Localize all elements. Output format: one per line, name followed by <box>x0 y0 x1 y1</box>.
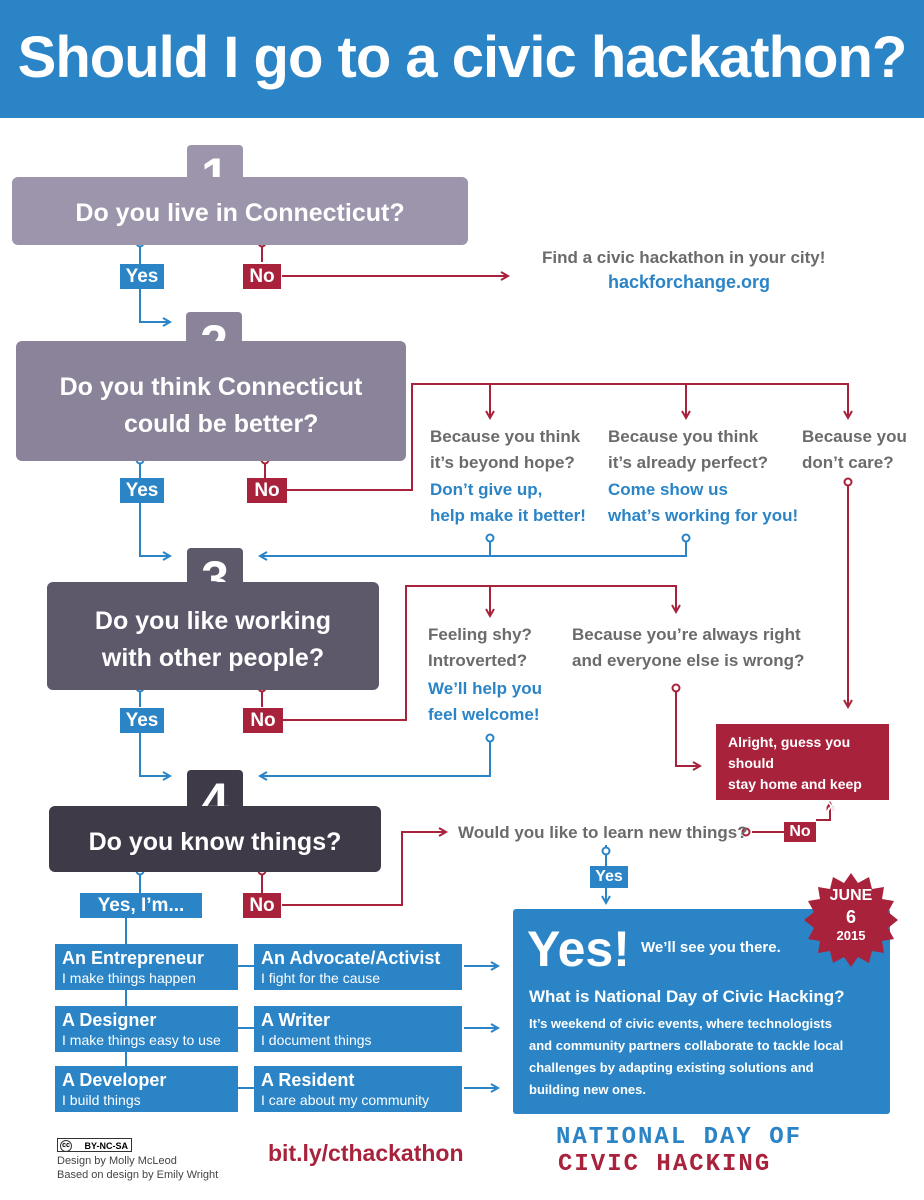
role-subtitle: I make things easy to use <box>62 1032 221 1048</box>
q4-number: 4 <box>187 770 243 829</box>
q1-yes-label: Yes <box>120 264 164 289</box>
perfect-line2: it’s already perfect? <box>608 453 768 472</box>
shy-answer1: We’ll help you <box>428 679 542 698</box>
role-resident: A Resident I care about my community <box>254 1066 462 1112</box>
q2-answer-hopeless: Don’t give up, help make it better! <box>430 477 586 529</box>
q4-yes-label: Yes, I’m... <box>80 893 202 918</box>
role-subtitle: I care about my community <box>261 1092 430 1108</box>
q4-question-text: Do you know things? <box>88 828 342 856</box>
q2-question: Do you think Connecticut could be better… <box>16 341 406 461</box>
q2-answer-perfect: Come show us what’s working for you! <box>608 477 798 529</box>
hackforchange-link[interactable]: hackforchange.org <box>608 272 771 292</box>
learn-question: Would you like to learn new things? <box>458 823 748 842</box>
netflix-box: Alright, guess you should stay home and … <box>716 724 889 813</box>
q2-line2: could be better? <box>124 410 319 438</box>
date-badge <box>804 873 898 967</box>
perfect-answer2: what’s working for you! <box>608 506 799 525</box>
yes-body: It’s weekend of civic events, where tech… <box>529 1013 843 1101</box>
dont-care-line2: don’t care? <box>802 453 894 472</box>
page-title: Should I go to a civic hackathon? <box>17 25 908 90</box>
role-writer: A Writer I document things <box>254 1006 462 1052</box>
role-subtitle: I make things happen <box>62 970 196 986</box>
badge-year: 2015 <box>836 928 866 943</box>
logo-line1: NATIONAL DAY OF <box>556 1124 803 1151</box>
q4-question: Do you know things? <box>49 806 381 872</box>
badge-month: JUNE <box>829 887 873 904</box>
q2-line1: Do you think Connecticut <box>59 373 363 401</box>
role-title: A Developer <box>62 1070 167 1090</box>
role-subtitle: I fight for the cause <box>261 970 381 986</box>
credit-designer: Design by Molly McLeod <box>57 1155 177 1167</box>
shy-answer2: feel welcome! <box>428 705 540 724</box>
q3-no-label: No <box>243 708 283 733</box>
q2-option-hopeless: Because you think it’s beyond hope? <box>430 424 580 476</box>
short-url-link[interactable]: bit.ly/cthackathon <box>268 1140 464 1166</box>
q1-no-label: No <box>243 264 281 289</box>
q3-option-always-right: Because you’re always right and everyone… <box>572 622 804 674</box>
shy-line1: Feeling shy? <box>428 625 532 644</box>
hopeless-line2: it’s beyond hope? <box>430 453 575 472</box>
q3-option-shy: Feeling shy? Introverted? <box>428 622 532 674</box>
license-text: BY-NC-SA <box>84 1141 128 1151</box>
role-title: An Advocate/Activist <box>261 948 441 968</box>
role-title: An Entrepreneur <box>62 948 205 968</box>
credits: Design by Molly McLeod Based on design b… <box>57 1154 218 1182</box>
yes-body-line3: challenges by adapting existing solution… <box>529 1060 814 1075</box>
perfect-answer1: Come show us <box>608 480 728 499</box>
yes-big-text: Yes! <box>527 921 630 977</box>
q3-number: 3 <box>187 548 243 607</box>
perfect-line1: Because you think <box>608 427 759 446</box>
hopeless-line1: Because you think <box>430 427 581 446</box>
cc-license-badge: cc BY-NC-SA <box>57 1138 132 1152</box>
see-you-text: We’ll see you there. <box>641 939 781 956</box>
netflix-line2: stay home and keep <box>728 776 862 792</box>
dont-care-line1: Because you <box>802 427 907 446</box>
starburst-shape <box>804 873 898 967</box>
q2-option-perfect: Because you think it’s already perfect? <box>608 424 768 476</box>
find-hackathon-text: Find a civic hackathon in your city! <box>542 248 826 267</box>
q2-yes-label: Yes <box>120 478 164 503</box>
q4-no-label: No <box>243 893 281 918</box>
learn-no-label: No <box>784 822 816 842</box>
role-designer: A Designer I make things easy to use <box>55 1006 238 1052</box>
hopeless-answer2: help make it better! <box>430 506 586 525</box>
yes-body-line1: It’s weekend of civic events, where tech… <box>529 1016 832 1031</box>
role-title: A Designer <box>62 1010 157 1030</box>
yes-body-line4: building new ones. <box>529 1082 646 1097</box>
netflix-line3: watching Netflix. <box>728 797 840 813</box>
role-title: A Writer <box>261 1010 331 1030</box>
role-subtitle: I document things <box>261 1032 372 1048</box>
logo-line2: CIVIC HACKING <box>558 1151 772 1178</box>
q3-question: Do you like working with other people? <box>47 582 379 690</box>
q3-yes-label: Yes <box>120 708 164 733</box>
yes-body-line2: and community partners collaborate to ta… <box>529 1038 844 1053</box>
q3-answer-shy: We’ll help you feel welcome! <box>428 676 542 728</box>
badge-day: 6 <box>845 907 856 927</box>
q2-no-label: No <box>247 478 287 503</box>
role-advocate: An Advocate/Activist I fight for the cau… <box>254 944 462 990</box>
q3-line2: with other people? <box>101 644 325 672</box>
q1-question: Do you live in Connecticut? <box>12 177 468 245</box>
q1-question-text: Do you live in Connecticut? <box>75 199 405 227</box>
always-right-line1: Because you’re always right <box>572 625 801 644</box>
q3-line1: Do you like working <box>94 607 332 635</box>
role-title: A Resident <box>261 1070 355 1090</box>
date-badge-text: JUNE 6 2015 <box>802 886 900 944</box>
creative-commons-icon: cc <box>60 1140 72 1152</box>
role-developer: A Developer I build things <box>55 1066 238 1112</box>
always-right-line2: and everyone else is wrong? <box>572 651 805 670</box>
q2-option-dont-care: Because you don’t care? <box>802 424 907 476</box>
credit-based-on: Based on design by Emily Wright <box>57 1169 219 1181</box>
hopeless-answer1: Don’t give up, <box>430 480 543 499</box>
shy-line2: Introverted? <box>428 651 528 670</box>
learn-yes-label: Yes <box>590 866 628 888</box>
header-banner <box>0 0 924 118</box>
ndoch-logo: NATIONAL DAY OF CIVIC HACKING <box>556 1124 856 1178</box>
q1-number: 1 <box>187 145 243 204</box>
role-entrepreneur: An Entrepreneur I make things happen <box>55 944 238 990</box>
yes-heading: What is National Day of Civic Hacking? <box>529 987 845 1006</box>
role-subtitle: I build things <box>62 1092 141 1108</box>
netflix-line1: Alright, guess you should <box>728 734 851 771</box>
